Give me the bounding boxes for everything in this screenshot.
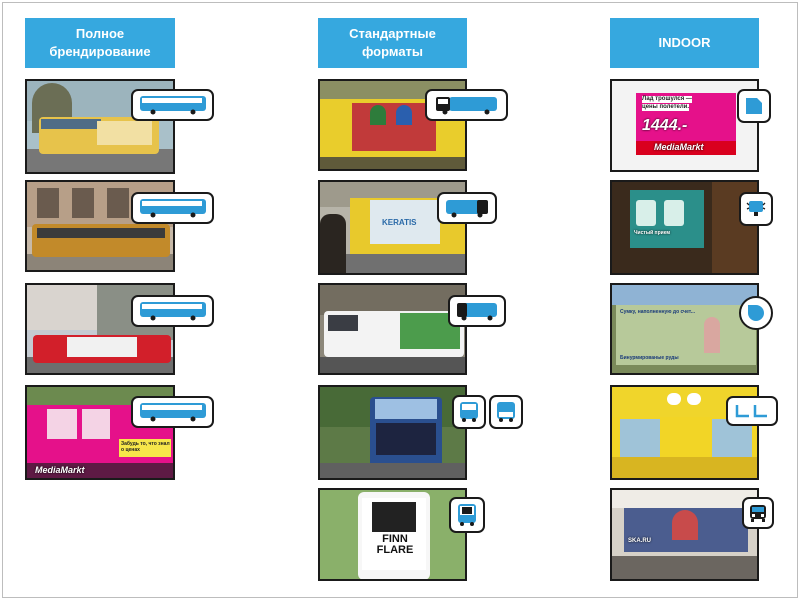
ska-ad-text: SKA.RU [628, 538, 652, 544]
bus-side-icon [425, 89, 508, 121]
finn-flare-ad-text: FINN FLARE [376, 533, 414, 556]
bus-side-icon [131, 295, 214, 327]
window-sticker-text-2: Бинурмированые руды [620, 355, 679, 361]
mediamarkt-logo-text: MediaMarkt [35, 465, 85, 475]
photo-standard-5: FINN FLARE [318, 488, 467, 581]
window-sticker-text-1: Сумку, наполненную до счет... [620, 309, 695, 315]
bus-side-icon [437, 192, 497, 224]
ad-line-2: цены полетели. [642, 104, 690, 111]
ad-price: 1444.- [642, 117, 688, 134]
photo-full-branding-4: Забудь то, что знал о ценах MediaMarkt [25, 385, 175, 480]
lightbox-ad-text: Чистый прием [634, 230, 671, 236]
photo-full-branding-1 [25, 79, 175, 174]
photo-standard-4 [318, 385, 467, 480]
mediamarkt-logo-text: MediaMarkt [654, 142, 704, 152]
promo-text: Забудь то, что знал о ценах [121, 441, 170, 453]
sticker-round-icon [739, 296, 773, 330]
bus-interior-front-icon [742, 497, 774, 529]
bus-rear-icon [449, 497, 485, 533]
bus-rear-icon [452, 395, 486, 429]
bus-side-icon [448, 295, 506, 327]
panel-corner-icon [737, 89, 771, 123]
bus-side-icon [131, 192, 214, 224]
column-header-full-branding: Полное брендирование [25, 18, 175, 68]
photo-indoor-3: Сумку, наполненную до счет... Бинурмиров… [610, 283, 759, 375]
photo-indoor-4 [610, 385, 759, 480]
handrail-icon [726, 396, 778, 426]
photo-indoor-5: SKA.RU [610, 488, 759, 581]
photo-standard-2: KERATIS [318, 180, 467, 275]
photo-indoor-1: Лад трошулся — цены полетели. 1444.- Med… [610, 79, 759, 172]
bus-front-icon [489, 395, 523, 429]
photo-standard-3 [318, 283, 467, 375]
photo-indoor-2: Чистый прием [610, 180, 759, 275]
column-header-indoor: INDOOR [610, 18, 759, 68]
column-header-standard-formats: Стандартные форматы [318, 18, 467, 68]
bus-side-icon [131, 396, 214, 428]
keratis-ad-text: KERATIS [382, 218, 417, 227]
ad-line-1: Лад трошулся — [642, 96, 692, 103]
bus-side-icon [131, 89, 214, 121]
lightbox-icon [739, 192, 773, 226]
